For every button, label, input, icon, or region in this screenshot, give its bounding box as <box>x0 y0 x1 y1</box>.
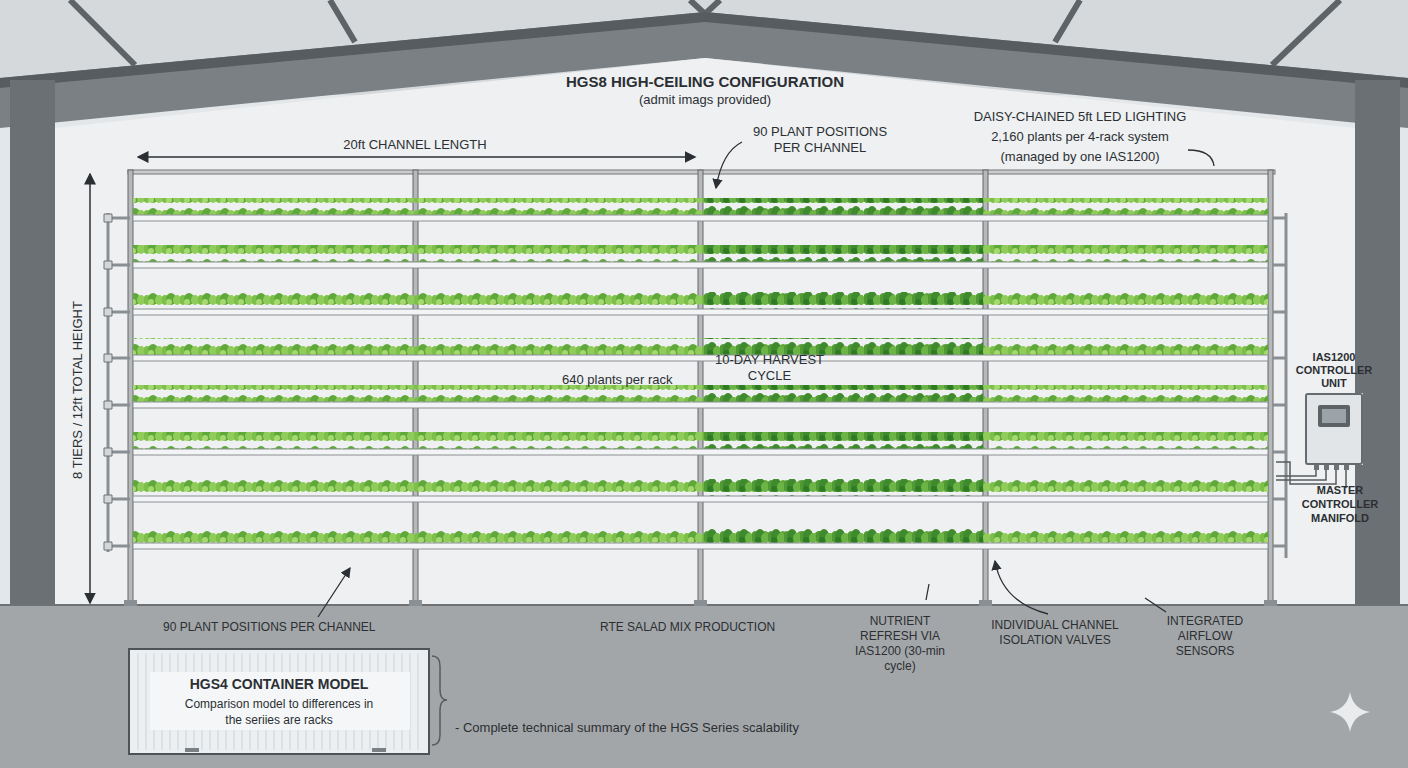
steel-column <box>1355 80 1400 605</box>
lettuce-row <box>703 432 983 449</box>
grow-channel <box>133 355 1268 361</box>
callout-label: (managed by one IAS1200) <box>930 149 1230 165</box>
leader-line <box>1145 598 1166 612</box>
node-body: Comparison model to differences in the s… <box>179 696 379 728</box>
floor <box>0 605 1408 768</box>
container-model-box: HGS4 CONTAINER MODEL Comparison model to … <box>128 648 430 755</box>
controller-body <box>1305 393 1363 465</box>
leader-line <box>1188 150 1214 166</box>
dimension-line <box>138 156 695 158</box>
callout-label: INTEGRATED AIRFLOW SENSORS <box>1160 614 1250 659</box>
node-heading: HGS4 CONTAINER MODEL <box>190 676 369 692</box>
leader-line <box>716 142 742 188</box>
container-latch <box>185 748 386 752</box>
grow-channel <box>133 449 1268 455</box>
subtitle: (admit imags provided) <box>555 92 855 108</box>
lettuce-row <box>133 385 1268 402</box>
rack-post <box>1268 170 1273 605</box>
grow-channel <box>133 215 1268 221</box>
controller-display <box>1322 409 1346 423</box>
dimension-label: 8 TIERS / 12ft TOTAL HEIGHT <box>70 240 86 540</box>
bracket <box>432 656 447 745</box>
container-body <box>128 648 430 755</box>
container-rib <box>138 653 418 750</box>
pipe-fitting <box>104 214 112 550</box>
grow-channel <box>133 496 1268 502</box>
diagram-title: HGS8 HIGH-CEILING CONFIGURATION <box>455 73 955 92</box>
leader-line <box>995 561 1048 614</box>
lettuce-row <box>133 198 1268 215</box>
sparkle-mark <box>1330 692 1370 732</box>
lettuce-row <box>703 198 983 215</box>
controller-unit: IAS1200 CONTROLLER UNIT <box>1305 393 1363 465</box>
lettuce-row <box>703 385 983 402</box>
leader-line <box>318 568 350 617</box>
grow-channel <box>133 402 1268 408</box>
lettuce-row <box>703 479 983 496</box>
grow-channel <box>133 309 1268 315</box>
lettuce-row <box>133 479 1268 496</box>
lettuce-row <box>133 432 1268 449</box>
container-panel <box>150 672 410 730</box>
lettuce-row <box>133 338 1268 355</box>
grow-channel <box>133 543 1268 549</box>
lettuce-row <box>133 292 1268 309</box>
callout-label: 90 PLANT POSITIONS PER CHANNEL <box>740 124 900 157</box>
lettuce-row <box>703 245 983 262</box>
lettuce-row <box>703 526 983 543</box>
lettuce-row <box>133 245 1268 262</box>
rack-post <box>128 170 133 605</box>
dimension-label: 20ft CHANNEL LENGTH <box>265 137 565 153</box>
interior-wall <box>55 58 1355 605</box>
node-heading: IAS1200 CONTROLLER UNIT <box>1294 351 1374 390</box>
callout-label: INDIVIDUAL CHANNEL ISOLATION VALVES <box>980 618 1130 648</box>
callout-label: DAISY-CHAINED 5ft LED LIGHTING <box>930 109 1230 125</box>
dimension-line <box>89 174 91 603</box>
callout-label: 90 PLANT POSITIONS PER CHANNEL <box>163 620 443 635</box>
callout-label: 2,160 plants per 4-rack system <box>930 129 1230 145</box>
grow-channel <box>133 262 1268 268</box>
cycle-note: 10-DAY HARVEST CYCLE <box>707 352 832 385</box>
callout-label: RTE SALAD MIX PRODUCTION <box>600 620 820 635</box>
controller-screen <box>1318 405 1350 427</box>
part-label: MASTER CONTROLLER MANIFOLD <box>1300 484 1380 525</box>
capacity-note: 640 plants per rack <box>562 372 702 388</box>
lettuce-row <box>703 292 983 309</box>
lettuce-row <box>133 526 1268 543</box>
rack-foot <box>124 600 1277 606</box>
controller-port <box>1314 465 1349 470</box>
return-pipe <box>1273 213 1286 558</box>
leader-line <box>926 584 929 600</box>
callout-label: NUTRIENT REFRESH VIA IAS1200 (30-min cyc… <box>840 614 960 674</box>
caption: - Complete technical summary of the HGS … <box>455 720 875 736</box>
steel-column <box>10 80 55 605</box>
